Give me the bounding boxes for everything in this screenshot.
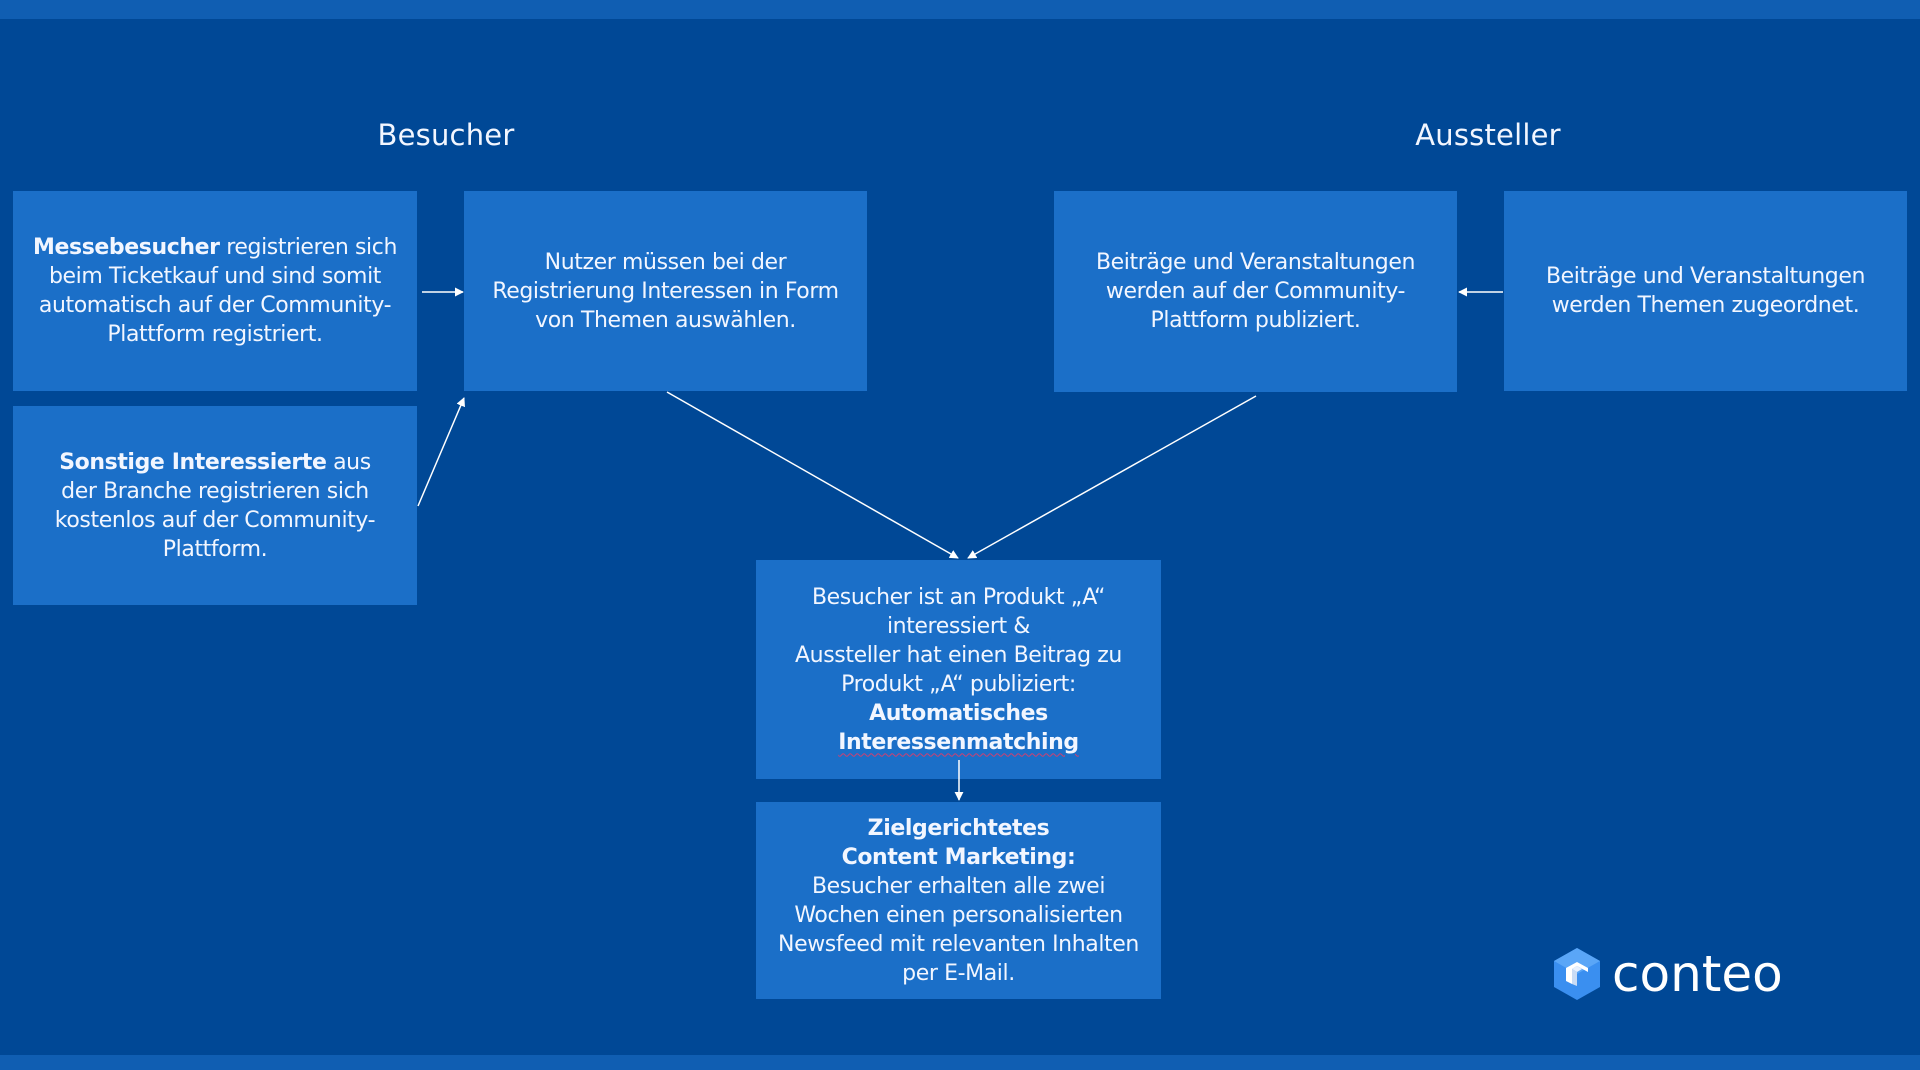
box-other-interested-text: aus der Branche registrieren sich kosten… [54, 449, 376, 562]
box-content-marketing-text: Besucher erhalten alle zwei Wochen einen… [778, 873, 1139, 986]
box-published-text: Beiträge und Veranstaltungen werden auf … [1095, 250, 1415, 333]
box-assigned-topics-text: Beiträge und Veranstaltungen werden Them… [1545, 264, 1865, 318]
box-matching-line2: Aussteller hat einen Beitrag zu Produkt … [795, 642, 1122, 697]
box-matching-bold2-wrap: Interessenmatching [784, 728, 1133, 757]
box-matching-bold1: Automatisches [869, 700, 1048, 726]
header-exhibitors: Aussteller [1415, 118, 1561, 152]
header-visitors: Besucher [377, 118, 515, 152]
arrow-published-to-matching [967, 395, 1257, 559]
bottom-bar [0, 1055, 1920, 1070]
box-content-marketing: Zielgerichtetes Content Marketing: Besuc… [756, 802, 1161, 999]
conteo-logo: conteo [1552, 945, 1783, 1003]
logo-text: conteo [1612, 945, 1783, 1003]
box-select-interests: Nutzer müssen bei der Registrierung Inte… [464, 191, 867, 391]
box-trade-visitors-content: Messebesucher registrieren sich beim Tic… [31, 233, 399, 349]
box-matching-bold2: Interessenmatching [838, 729, 1079, 755]
box-trade-visitors-text: registrieren sich beim Ticketkauf und si… [38, 235, 398, 347]
arrow-interests-to-matching [666, 391, 959, 559]
box-matching-line1: Besucher ist an Produkt „A“ interessiert… [811, 584, 1106, 639]
box-assigned-topics: Beiträge und Veranstaltungen werden Them… [1504, 191, 1907, 391]
box-other-interested-content: Sonstige Interessierte aus der Branche r… [47, 448, 383, 564]
box-matching: Besucher ist an Produkt „A“ interessiert… [756, 560, 1161, 779]
box-matching-content: Besucher ist an Produkt „A“ interessiert… [784, 583, 1133, 757]
top-bar [0, 0, 1920, 19]
arrow-other-interested-to-interests [417, 397, 465, 507]
box-other-interested-bold: Sonstige Interessierte [59, 449, 327, 475]
box-content-marketing-content: Zielgerichtetes Content Marketing: Besuc… [772, 814, 1145, 988]
box-other-interested: Sonstige Interessierte aus der Branche r… [13, 406, 417, 605]
box-published: Beiträge und Veranstaltungen werden auf … [1054, 191, 1457, 392]
box-trade-visitors-bold: Messebesucher [32, 235, 220, 260]
conteo-hexagon-icon [1554, 948, 1600, 1000]
box-trade-visitors: Messebesucher registrieren sich beim Tic… [13, 191, 417, 391]
box-select-interests-text: Nutzer müssen bei der Registrierung Inte… [492, 249, 839, 333]
box-content-marketing-bold: Zielgerichtetes Content Marketing: [841, 815, 1076, 870]
